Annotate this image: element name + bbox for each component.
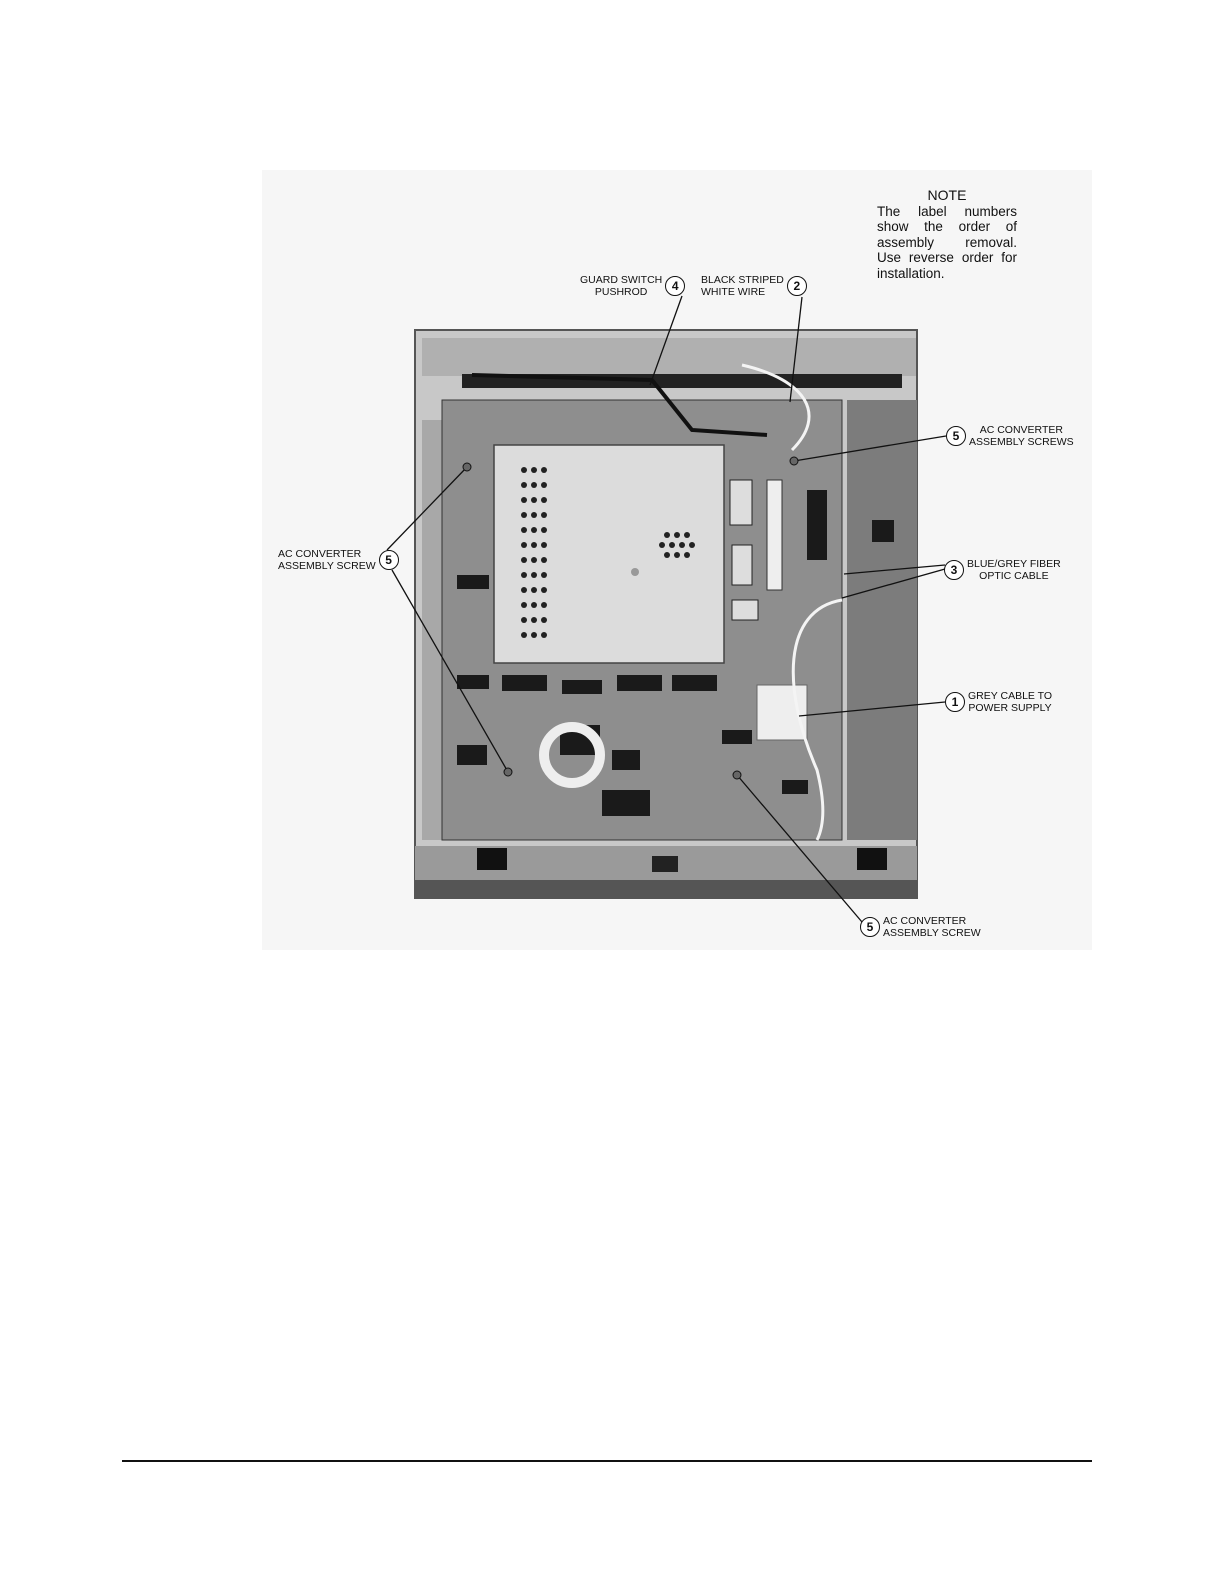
callout-label-line1: AC CONVERTER <box>969 424 1074 436</box>
callout-ac-converter-screws-right: 5 AC CONVERTER ASSEMBLY SCREWS <box>946 424 1074 448</box>
callout-label-line1: GREY CABLE TO <box>968 690 1052 702</box>
callout-ac-converter-screw-left: AC CONVERTER ASSEMBLY SCREW 5 <box>278 548 399 572</box>
callout-label-line2: POWER SUPPLY <box>968 702 1052 714</box>
callout-label: AC CONVERTER ASSEMBLY SCREW <box>883 915 981 939</box>
callout-label: BLUE/GREY FIBER OPTIC CABLE <box>967 558 1061 582</box>
callout-label-line1: AC CONVERTER <box>883 915 981 927</box>
note-body: The label numbers show the order of asse… <box>877 204 1017 282</box>
callout-label-line1: BLUE/GREY FIBER <box>967 558 1061 570</box>
footer-rule <box>122 1460 1092 1462</box>
callout-label-line2: ASSEMBLY SCREW <box>278 560 376 572</box>
callout-number-badge: 5 <box>379 550 399 570</box>
callout-guard-switch-pushrod: GUARD SWITCH PUSHROD 4 <box>580 274 685 298</box>
callout-label: GREY CABLE TO POWER SUPPLY <box>968 690 1052 714</box>
callout-number-badge: 1 <box>945 692 965 712</box>
callout-label-line2: ASSEMBLY SCREWS <box>969 436 1074 448</box>
assembly-note: NOTE The label numbers show the order of… <box>877 188 1017 282</box>
callout-number-badge: 4 <box>665 276 685 296</box>
callout-label: AC CONVERTER ASSEMBLY SCREW <box>278 548 376 572</box>
callout-number-badge: 3 <box>944 560 964 580</box>
callout-black-striped-white-wire: BLACK STRIPED WHITE WIRE 2 <box>701 274 807 298</box>
callout-number-badge: 2 <box>787 276 807 296</box>
callout-label-line1: BLACK STRIPED <box>701 274 784 286</box>
callout-label-line2: PUSHROD <box>580 286 662 298</box>
callout-label: BLACK STRIPED WHITE WIRE <box>701 274 784 298</box>
callout-label: GUARD SWITCH PUSHROD <box>580 274 662 298</box>
callout-blue-grey-fiber-optic-cable: 3 BLUE/GREY FIBER OPTIC CABLE <box>944 558 1061 582</box>
callout-ac-converter-screw-bottom: 5 AC CONVERTER ASSEMBLY SCREW <box>860 915 981 939</box>
callout-number-badge: 5 <box>860 917 880 937</box>
callout-number-badge: 5 <box>946 426 966 446</box>
callout-label-line1: GUARD SWITCH <box>580 274 662 286</box>
callout-label: AC CONVERTER ASSEMBLY SCREWS <box>969 424 1074 448</box>
callout-label-line1: AC CONVERTER <box>278 548 376 560</box>
callout-grey-cable-to-power-supply: 1 GREY CABLE TO POWER SUPPLY <box>945 690 1052 714</box>
callout-label-line2: OPTIC CABLE <box>967 570 1061 582</box>
callout-label-line2: WHITE WIRE <box>701 286 784 298</box>
note-title: NOTE <box>877 188 1017 204</box>
callout-label-line2: ASSEMBLY SCREW <box>883 927 981 939</box>
